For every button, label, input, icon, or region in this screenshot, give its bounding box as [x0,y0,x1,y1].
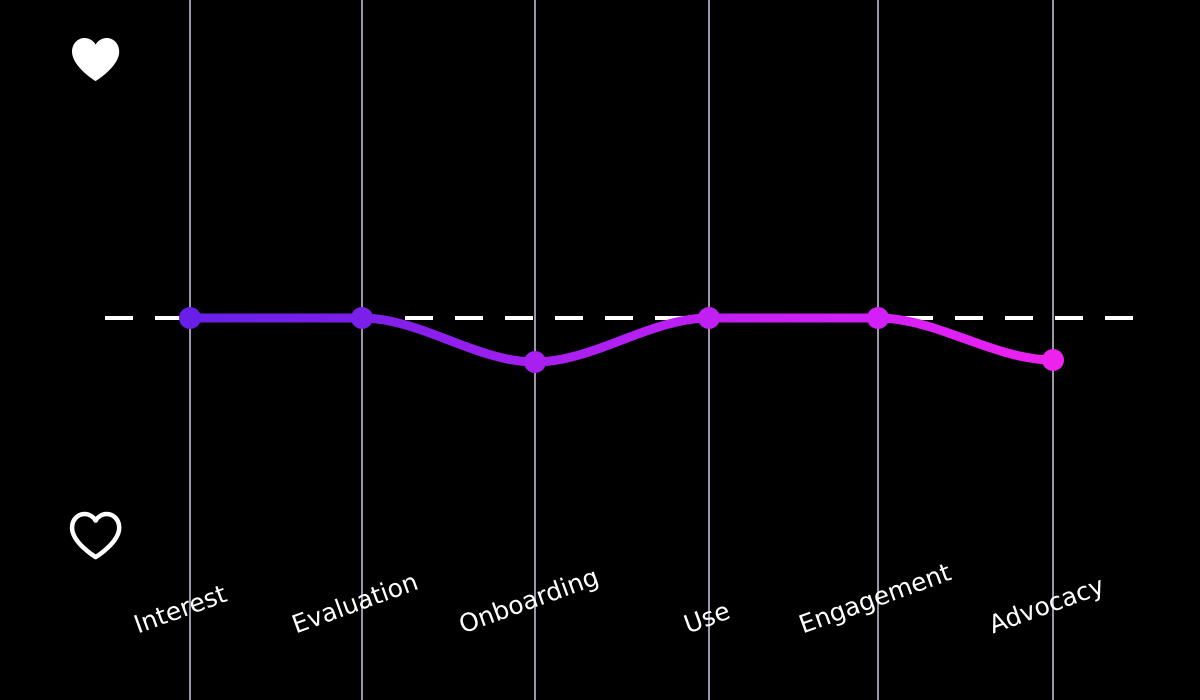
data-point-onboarding[interactable] [524,351,546,373]
data-point-interest[interactable] [179,307,201,329]
data-point-advocacy[interactable] [1042,349,1064,371]
data-point-use[interactable] [698,307,720,329]
heart-outline-icon [69,511,122,560]
journey-curve [185,313,1058,367]
data-point-markers [179,307,1064,373]
heart-filled-icon [72,38,120,82]
data-point-evaluation[interactable] [351,307,373,329]
data-point-engagement[interactable] [867,307,889,329]
